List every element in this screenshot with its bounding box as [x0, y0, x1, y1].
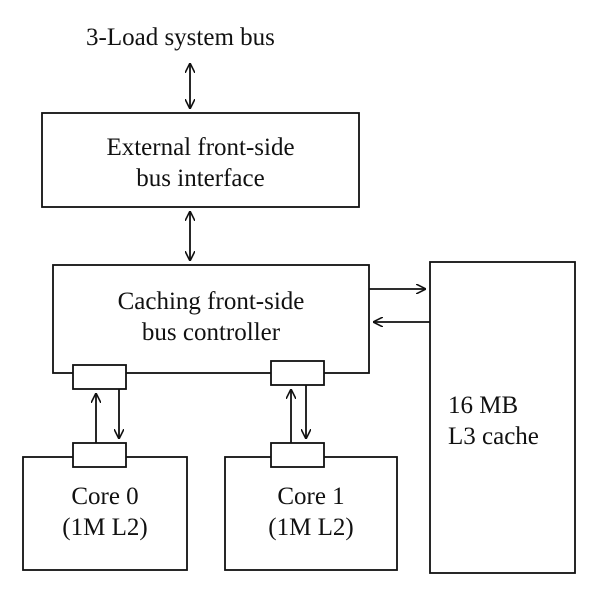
external-interface-line-1: External front-side — [106, 134, 295, 161]
core-1-name: Core 1 — [277, 483, 345, 510]
l3-cache-name: L3 cache — [448, 423, 539, 450]
external-interface-box — [41, 112, 360, 208]
controller-port-1 — [270, 360, 325, 386]
controller-port-0 — [72, 364, 127, 390]
core-0-name: Core 0 — [71, 483, 139, 510]
caching-controller-box — [52, 264, 370, 374]
l3-cache-size: 16 MB — [448, 392, 519, 419]
core-0-port — [72, 442, 127, 468]
caching-controller-line-2: bus controller — [141, 319, 281, 346]
l3-cache-box — [429, 261, 576, 574]
core-0-label: Core 0 (1M L2) — [23, 481, 187, 543]
core-1-cache: (1M L2) — [268, 514, 354, 541]
system-bus-label: 3-Load system bus — [86, 24, 275, 51]
core-0-cache: (1M L2) — [62, 514, 148, 541]
external-interface-line-2: bus interface — [136, 165, 265, 192]
external-interface-label: External front-side bus interface — [42, 132, 359, 194]
core-1-port — [270, 442, 325, 468]
l3-cache-label: 16 MB L3 cache — [448, 390, 539, 452]
caching-controller-line-1: Caching front-side — [117, 288, 305, 315]
core-1-label: Core 1 (1M L2) — [225, 481, 397, 543]
caching-controller-label: Caching front-side bus controller — [53, 286, 369, 348]
